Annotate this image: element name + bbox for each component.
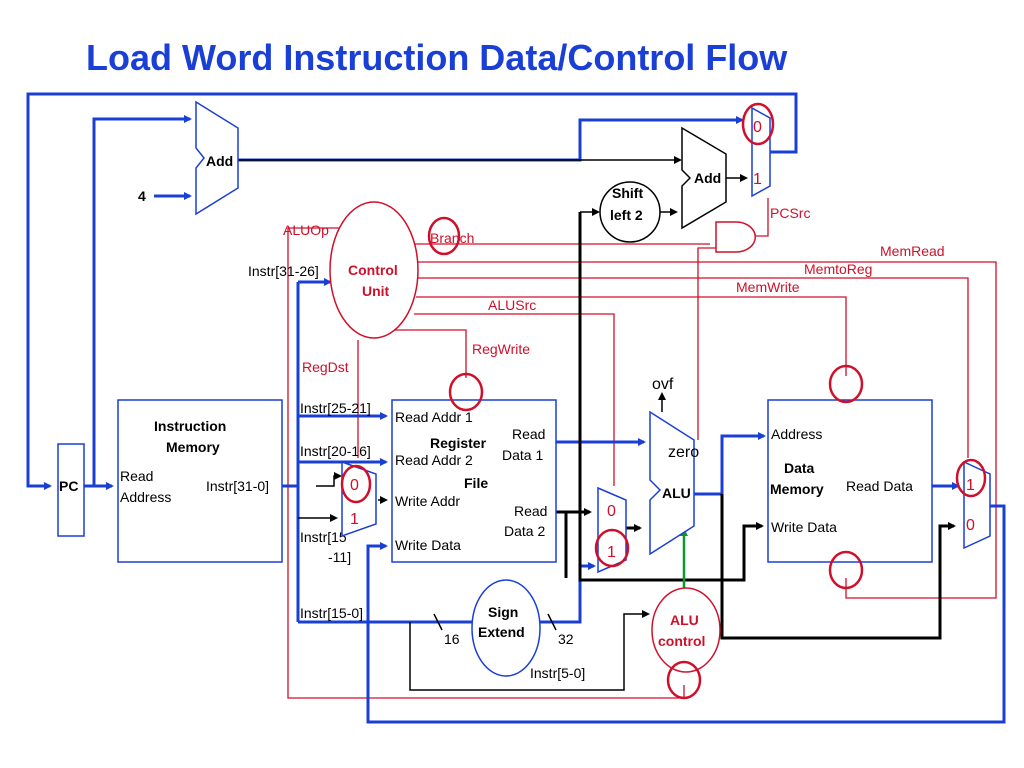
pc-mux-0: 0 xyxy=(753,119,762,136)
pc-mux-1: 1 xyxy=(753,171,762,188)
instruction-memory: Instruction Memory Read Address Instr[31… xyxy=(117,399,283,563)
regfile-label-1: Register xyxy=(430,435,487,451)
instr-25-21-label: Instr[25-21] xyxy=(300,400,371,416)
write-data-label: Write Data xyxy=(395,537,461,553)
pc-adder: Add xyxy=(195,100,239,216)
branch-and-gate xyxy=(715,221,756,253)
control-unit-label-2: Unit xyxy=(362,283,390,299)
alu-control-label-1: ALU xyxy=(670,612,699,628)
branch-highlight xyxy=(427,216,461,256)
dm-write-data-label: Write Data xyxy=(771,519,837,535)
memtoreg-mux-1: 1 xyxy=(966,477,975,494)
memtoreg-label: MemtoReg xyxy=(804,261,872,277)
aluop-label: ALUOp xyxy=(283,222,329,238)
instr-mem-output-label: Instr[31-0] xyxy=(206,478,269,494)
data-mem-label-1: Data xyxy=(784,460,815,476)
sign-extend: Sign Extend xyxy=(471,579,541,677)
regdst-label: RegDst xyxy=(302,359,349,375)
pcsrc-label: PCSrc xyxy=(770,205,810,221)
read-data-2-label-2: Data 2 xyxy=(504,523,545,539)
branch-adder: Add xyxy=(681,126,727,230)
instr-15-0-label: Instr[15-0] xyxy=(300,605,363,621)
instr-mem-label-1: Instruction xyxy=(154,418,226,434)
sign-extend-label-2: Extend xyxy=(478,624,525,640)
write-addr-label: Write Addr xyxy=(395,493,460,509)
read-addr-1-label: Read Addr 1 xyxy=(395,409,473,425)
regwrite-label: RegWrite xyxy=(472,341,530,357)
zero-label: zero xyxy=(668,444,699,461)
alusrc-mux-highlight xyxy=(594,528,630,568)
control-unit: Control Unit xyxy=(329,201,419,339)
branch-adder-label: Add xyxy=(694,170,721,186)
memread-highlight xyxy=(828,550,864,590)
black-wires xyxy=(238,156,956,691)
memread-label: MemRead xyxy=(880,243,945,259)
shift-left-label-2: left 2 xyxy=(610,207,643,223)
instr-31-26-label: Instr[31-26] xyxy=(248,263,319,279)
instr-5-0-label: Instr[5-0] xyxy=(530,665,585,681)
instr-mem-read-label-2: Address xyxy=(120,489,171,505)
memtoreg-mux-highlight xyxy=(955,458,987,498)
read-addr-2-label: Read Addr 2 xyxy=(395,452,473,468)
alusrc-mux-0: 0 xyxy=(607,503,616,520)
pc-mux: 0 1 xyxy=(751,106,771,198)
instr-mem-read-label-1: Read xyxy=(120,468,153,484)
address-label: Address xyxy=(771,426,822,442)
memtoreg-mux-0: 0 xyxy=(966,517,975,534)
blue-wires xyxy=(26,92,1006,724)
pc-label: PC xyxy=(59,478,78,494)
pc-mux-highlight xyxy=(741,102,775,146)
regdst-mux-1: 1 xyxy=(350,511,359,528)
alusrc-mux-1: 1 xyxy=(607,544,616,561)
branch-label: Branch xyxy=(430,230,474,246)
instr-mem-label-2: Memory xyxy=(166,439,220,455)
width-32-label: 32 xyxy=(558,631,574,647)
alu-control: ALU control xyxy=(651,587,721,673)
regdst-mux: 0 1 xyxy=(341,460,377,538)
read-data-2-label-1: Read xyxy=(514,503,547,519)
page-title: Load Word Instruction Data/Control Flow xyxy=(86,37,788,78)
regdst-mux-0: 0 xyxy=(350,477,359,494)
dm-read-data-label: Read Data xyxy=(846,478,913,494)
read-data-1-label-2: Data 1 xyxy=(502,447,543,463)
control-unit-label-1: Control xyxy=(348,262,398,278)
instr-15-11-label-1: Instr[15 xyxy=(300,529,347,545)
data-memory: Address Data Memory Read Data Write Data xyxy=(767,399,933,563)
constant-four: 4 xyxy=(138,188,146,204)
memtoreg-mux: 1 0 xyxy=(963,460,991,550)
alu-control-label-2: control xyxy=(658,633,705,649)
shift-left-2: Shift left 2 xyxy=(599,181,661,243)
read-data-1-label-1: Read xyxy=(512,426,545,442)
regwrite-highlight xyxy=(448,372,484,412)
pc-adder-label: Add xyxy=(206,153,233,169)
data-mem-label-2: Memory xyxy=(770,481,824,497)
alu: ALU zero xyxy=(649,410,699,556)
memwrite-highlight xyxy=(828,364,864,404)
alu-label: ALU xyxy=(662,485,691,501)
ovf-label: ovf xyxy=(652,376,674,393)
width-16-label: 16 xyxy=(444,631,460,647)
sign-extend-label-1: Sign xyxy=(488,604,518,620)
control-wires xyxy=(287,198,997,699)
instr-15-11-label-2: -11] xyxy=(328,549,351,565)
memwrite-label: MemWrite xyxy=(736,279,800,295)
aluop-highlight xyxy=(666,660,702,700)
alusrc-label: ALUSrc xyxy=(488,297,536,313)
shift-left-label-1: Shift xyxy=(612,185,643,201)
regdst-mux-highlight xyxy=(340,464,372,504)
register-file: Read Addr 1 Register Read Addr 2 File Wr… xyxy=(391,399,557,563)
regfile-label-2: File xyxy=(464,475,488,491)
instr-20-16-label: Instr[20-16] xyxy=(300,443,371,459)
pc-register: PC xyxy=(57,443,85,537)
